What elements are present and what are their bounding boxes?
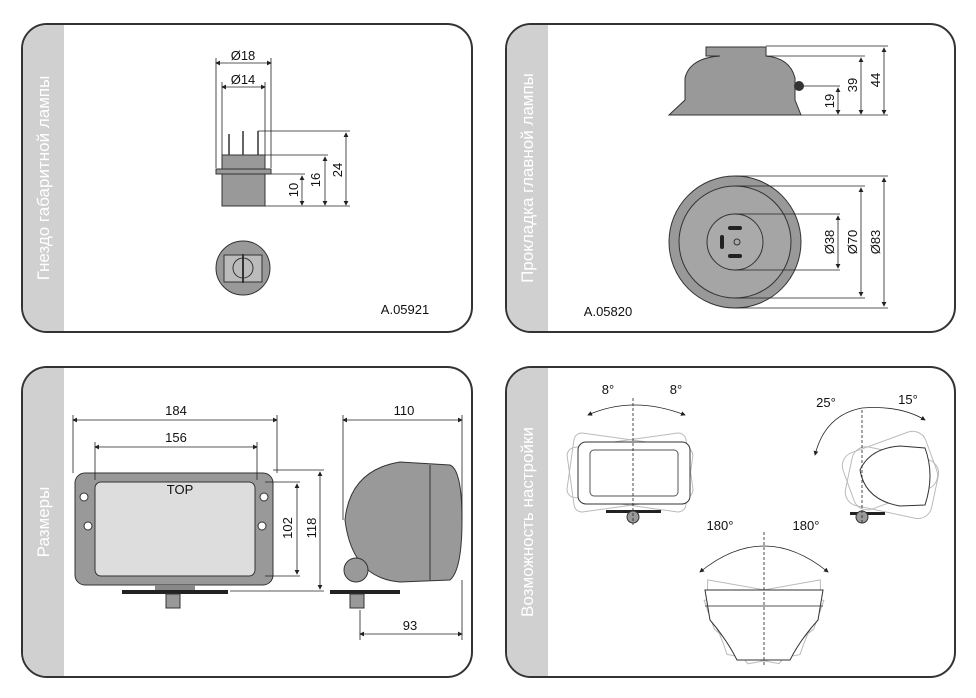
angle-8-right: 8° bbox=[670, 382, 682, 397]
angle-180-right: 180° bbox=[793, 518, 820, 533]
tilt-front-view bbox=[566, 398, 694, 525]
dim-d14: Ø14 bbox=[231, 72, 256, 87]
lamp-side-view bbox=[330, 415, 463, 640]
dim-d18: Ø18 bbox=[231, 48, 256, 63]
dim-d83: Ø83 bbox=[868, 230, 883, 255]
dim-h24: 24 bbox=[330, 163, 345, 177]
dim-h39: 39 bbox=[845, 78, 860, 92]
dim-h16: 16 bbox=[308, 173, 323, 187]
tilt-side-view bbox=[813, 407, 940, 525]
angle-25: 25° bbox=[816, 395, 836, 410]
dim-156: 156 bbox=[165, 430, 187, 445]
panel-title-strip: Возможность настройки bbox=[507, 368, 548, 676]
rotate-top-view bbox=[699, 532, 829, 665]
dim-93: 93 bbox=[403, 618, 417, 633]
panel-title-strip: Гнездо габаритной лампы bbox=[23, 25, 64, 331]
socket-side-view bbox=[215, 58, 350, 207]
dim-d38: Ø38 bbox=[822, 230, 837, 255]
drawing-code: A.05820 bbox=[584, 304, 632, 319]
dim-h44: 44 bbox=[868, 73, 883, 87]
top-label: TOP bbox=[167, 482, 194, 497]
socket-top-view bbox=[215, 240, 271, 296]
gasket-top-view bbox=[668, 175, 888, 309]
dim-d70: Ø70 bbox=[845, 230, 860, 255]
dim-h19: 19 bbox=[822, 94, 837, 108]
gasket-side-view bbox=[667, 45, 888, 116]
dim-h10: 10 bbox=[286, 183, 301, 197]
panel-title-strip: Прокладка главной лампы bbox=[507, 25, 548, 331]
angle-180-left: 180° bbox=[707, 518, 734, 533]
dim-118: 118 bbox=[304, 518, 319, 539]
panel-title-strip: Размеры bbox=[23, 368, 64, 676]
lamp-front-view bbox=[72, 415, 324, 609]
dim-110: 110 bbox=[394, 403, 415, 418]
drawing-code: A.05921 bbox=[381, 302, 429, 317]
dim-102: 102 bbox=[280, 517, 295, 539]
angle-8-left: 8° bbox=[602, 382, 614, 397]
angle-15: 15° bbox=[898, 392, 918, 407]
dim-184: 184 bbox=[165, 403, 187, 418]
